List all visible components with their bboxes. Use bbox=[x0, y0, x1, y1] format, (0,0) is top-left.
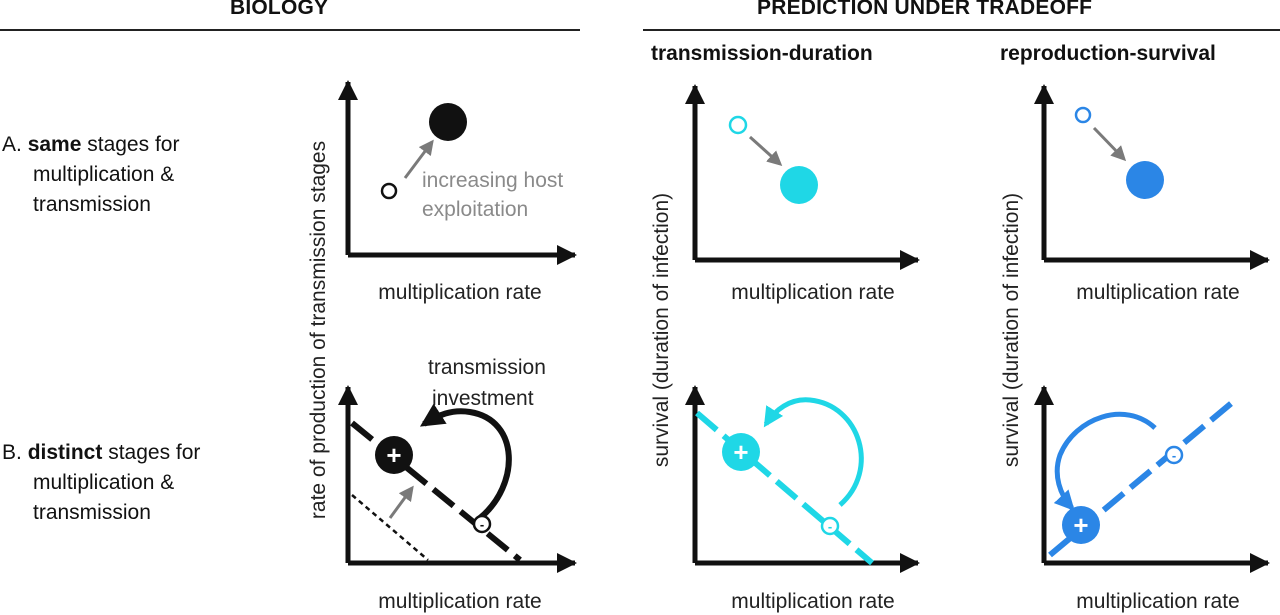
biology-a-panel: increasing host exploitation multiplicat… bbox=[338, 80, 577, 304]
investment-arrow bbox=[1053, 411, 1157, 511]
plus-sign: + bbox=[1073, 510, 1088, 540]
investment-label: investment bbox=[432, 387, 534, 410]
prediction-header: PREDICTION UNDER TRADEOFF bbox=[757, 0, 1093, 19]
transmission-duration-title: transmission-duration bbox=[651, 42, 873, 65]
transmission-label: transmission bbox=[428, 356, 546, 379]
initial-point bbox=[728, 115, 748, 135]
increasing-host-label: increasing host bbox=[422, 169, 563, 192]
x-axis-label: multiplication rate bbox=[731, 590, 894, 613]
biology-header-rule bbox=[0, 29, 580, 31]
row-b-label: B. distinct stages for multiplication & … bbox=[2, 441, 201, 524]
minus-sign: - bbox=[828, 519, 832, 534]
biology-y-axis-label: rate of production of transmission stage… bbox=[307, 141, 330, 519]
x-axis-label: multiplication rate bbox=[378, 590, 541, 613]
biology-header: BIOLOGY bbox=[230, 0, 329, 19]
shift-arrow bbox=[388, 485, 414, 519]
biology-b-panel: + - transmission investment multiplicati… bbox=[338, 356, 577, 613]
row-a-label: A. same stages for multiplication & tran… bbox=[2, 133, 180, 216]
plus-sign: + bbox=[733, 437, 748, 467]
investment-arrow bbox=[763, 397, 864, 507]
td-b-panel: + - multiplication rate bbox=[685, 385, 920, 613]
tradeoff-line bbox=[350, 420, 522, 563]
minus-point bbox=[1164, 445, 1184, 465]
reproduction-survival-title: reproduction-survival bbox=[1000, 42, 1216, 65]
minus-sign: - bbox=[480, 517, 484, 532]
x-axis-label: multiplication rate bbox=[1076, 281, 1239, 304]
rs-b-panel: + - multiplication rate bbox=[1034, 385, 1270, 613]
exploitation-arrow bbox=[403, 139, 434, 179]
td-a-panel: multiplication rate bbox=[685, 84, 920, 304]
exploitation-label: exploitation bbox=[422, 198, 528, 221]
td-y-axis-label: survival (duration of infection) bbox=[650, 193, 673, 467]
plus-point bbox=[375, 436, 413, 474]
plus-point bbox=[722, 433, 760, 471]
low-exploitation-point bbox=[380, 182, 398, 200]
shift-arrow bbox=[748, 135, 783, 167]
tradeoff-line bbox=[695, 410, 874, 566]
x-axis-label: multiplication rate bbox=[1076, 590, 1239, 613]
plus-point bbox=[1062, 506, 1100, 544]
investment-arrow bbox=[419, 403, 512, 521]
baseline-tradeoff-line bbox=[351, 494, 429, 561]
high-exploitation-point bbox=[429, 103, 467, 141]
x-axis-label: multiplication rate bbox=[378, 281, 541, 304]
prediction-header-rule bbox=[643, 29, 1280, 31]
rs-y-axis-label: survival (duration of infection) bbox=[1000, 193, 1023, 467]
minus-sign: - bbox=[1172, 448, 1176, 463]
minus-point bbox=[820, 516, 840, 536]
initial-point bbox=[1074, 106, 1092, 124]
evolved-point bbox=[780, 166, 818, 204]
evolved-point bbox=[1126, 161, 1164, 199]
plus-sign: + bbox=[386, 440, 401, 470]
shift-arrow bbox=[1092, 126, 1127, 162]
x-axis-label: multiplication rate bbox=[731, 281, 894, 304]
minus-point bbox=[472, 514, 492, 534]
rs-a-panel: multiplication rate bbox=[1034, 84, 1270, 304]
